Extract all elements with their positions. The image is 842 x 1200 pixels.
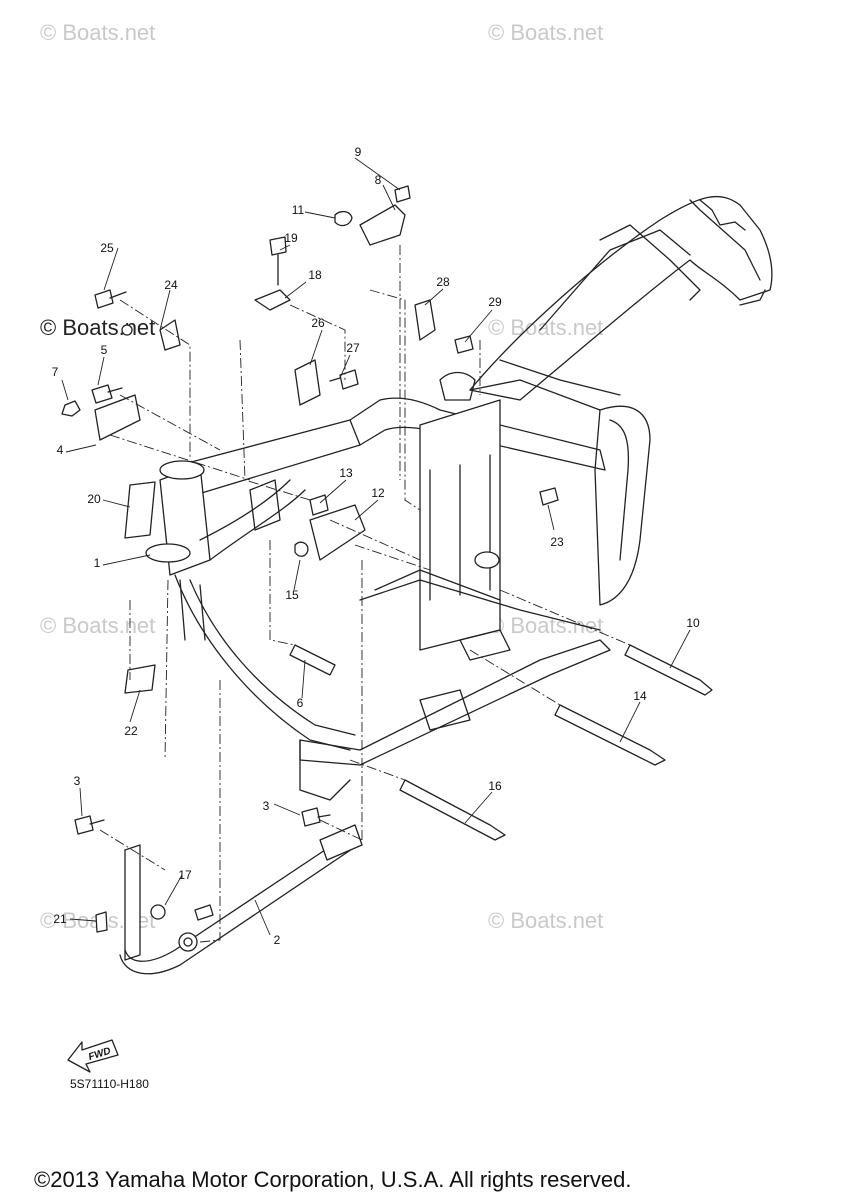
- watermark-mid-right: © Boats.net: [488, 315, 603, 340]
- callout-1: 1: [94, 556, 101, 570]
- callout-8: 8: [375, 173, 382, 187]
- rear-frame-section: [439, 195, 773, 606]
- watermarks: © Boats.net © Boats.net © Boats.net © Bo…: [40, 20, 603, 933]
- diagram-code: 5S71110-H180: [70, 1077, 149, 1091]
- small-parts: [61, 185, 713, 933]
- callout-9: 9: [355, 145, 362, 159]
- callout-23: 23: [550, 535, 564, 549]
- callout-3-lower-left: 3: [74, 774, 81, 788]
- callout-28: 28: [436, 275, 450, 289]
- callout-15: 15: [285, 588, 299, 602]
- callout-21: 21: [53, 912, 67, 926]
- callout-6: 6: [297, 696, 304, 710]
- watermark-top-right: © Boats.net: [488, 20, 603, 45]
- callout-10: 10: [686, 616, 700, 630]
- watermark-left-mid: © Boats.net: [40, 613, 155, 638]
- callout-3-center: 3: [263, 799, 270, 813]
- callout-2: 2: [274, 933, 281, 947]
- fwd-arrow: FWD: [67, 1039, 119, 1073]
- callout-25: 25: [100, 241, 114, 255]
- callout-11: 11: [292, 203, 305, 217]
- watermark-left-dark: © Boats.net: [40, 315, 155, 340]
- callout-5: 5: [101, 343, 108, 357]
- alignment-dash-lines: [99, 245, 631, 943]
- callout-4: 4: [57, 443, 64, 457]
- callout-numbers: 9 8 11 19 25 18 28 24 29 26 5 27 7 4 13 …: [52, 145, 700, 947]
- callout-29: 29: [488, 295, 502, 309]
- callout-13: 13: [339, 466, 353, 480]
- front-downtube: [119, 824, 363, 975]
- watermark-top-left: © Boats.net: [40, 20, 155, 45]
- callout-17: 17: [178, 868, 192, 882]
- callout-24: 24: [164, 278, 178, 292]
- callout-18: 18: [308, 268, 322, 282]
- callout-27: 27: [346, 341, 360, 355]
- copyright-notice: ©2013 Yamaha Motor Corporation, U.S.A. A…: [34, 1167, 632, 1192]
- callout-16: 16: [488, 779, 502, 793]
- callout-19: 19: [284, 231, 298, 245]
- callout-14: 14: [633, 689, 647, 703]
- callout-22: 22: [124, 724, 138, 738]
- leader-lines: [61, 157, 691, 936]
- callout-26: 26: [311, 316, 325, 330]
- callout-20: 20: [87, 492, 101, 506]
- watermark-right-bottom: © Boats.net: [488, 908, 603, 933]
- main-frame: [145, 397, 611, 801]
- callout-7: 7: [52, 365, 59, 379]
- callout-12: 12: [371, 486, 385, 500]
